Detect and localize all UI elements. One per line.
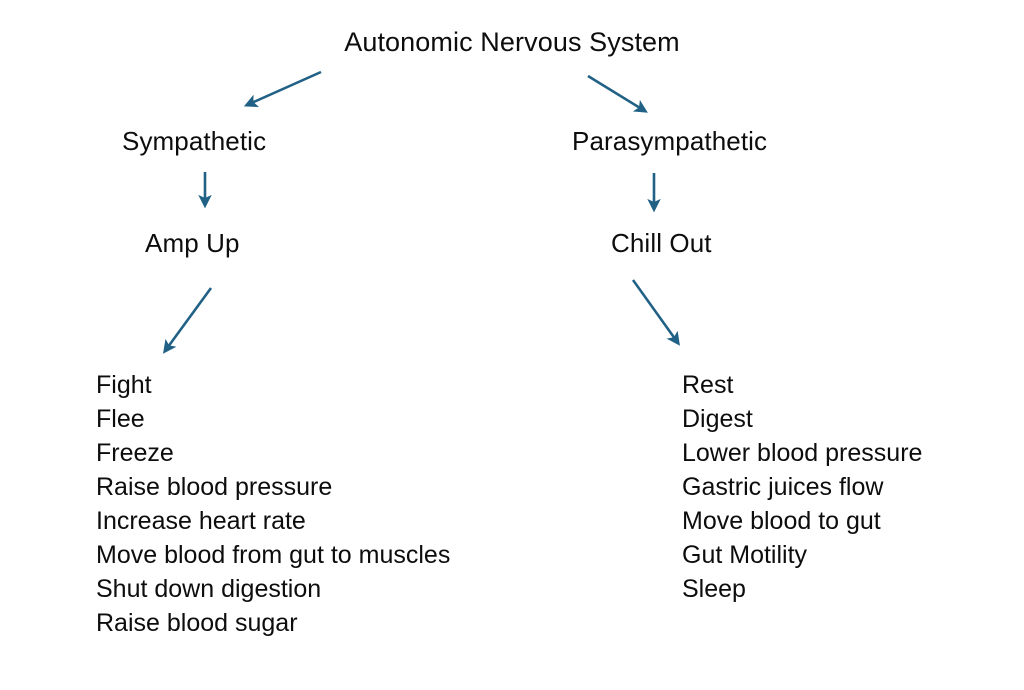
node-autonomic-nervous-system: Autonomic Nervous System [344,27,680,57]
list-item: Rest [682,371,734,399]
list-item: Flee [96,405,145,433]
list-item: Lower blood pressure [682,439,923,467]
list-item: Raise blood sugar [96,609,298,637]
arrow-chillout-to-effects [631,279,680,346]
list-item: Gastric juices flow [682,473,884,501]
list-item: Move blood to gut [682,507,881,535]
list-item: Fight [96,371,152,399]
arrow-title-to-sympathetic [243,70,322,108]
list-item: Sleep [682,575,746,603]
list-item: Raise blood pressure [96,473,333,501]
node-sympathetic: Sympathetic [122,126,267,156]
arrow-title-to-parasympathetic [587,74,648,113]
list-item: Gut Motility [682,541,808,569]
list-item: Digest [682,405,753,433]
list-item: Freeze [96,439,174,467]
node-amp-up: Amp Up [145,228,240,258]
node-parasympathetic: Parasympathetic [572,126,768,156]
list-item: Move blood from gut to muscles [96,541,451,569]
parasympathetic-effects-list: Rest Digest Lower blood pressure Gastric… [682,368,922,606]
list-item: Shut down digestion [96,575,322,603]
node-chill-out: Chill Out [611,228,712,258]
arrow-ampup-to-effects [163,287,213,354]
sympathetic-effects-list: Fight Flee Freeze Raise blood pressure I… [96,368,450,640]
list-item: Increase heart rate [96,507,306,535]
